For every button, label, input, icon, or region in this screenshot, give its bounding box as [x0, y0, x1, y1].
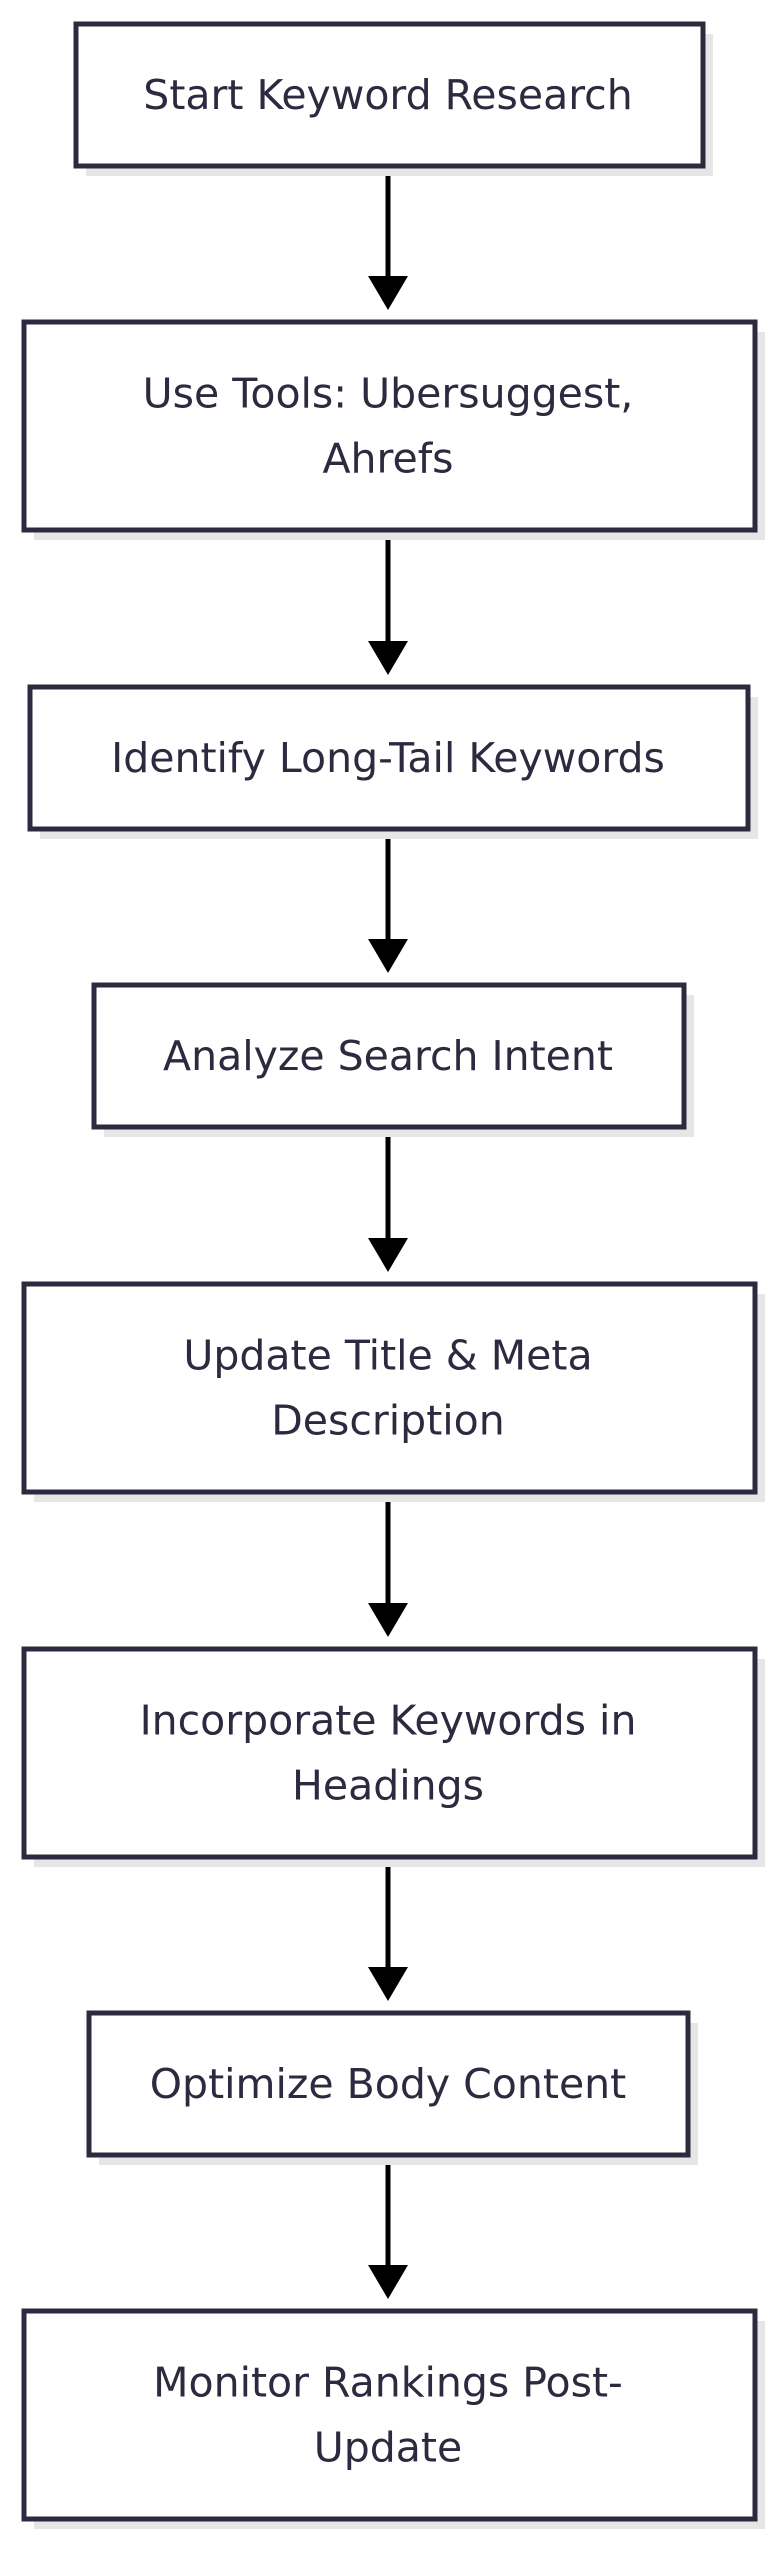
node-label-line: Analyze Search Intent — [163, 1032, 613, 1080]
node-label-line: Use Tools: Ubersuggest, — [143, 370, 634, 418]
node-label-line: Update Title & Meta — [183, 1332, 592, 1380]
arrow-head-icon — [368, 1967, 408, 2001]
flow-node-headings: Incorporate Keywords in Headings — [21, 1646, 765, 1867]
flow-edge-tools-to-longtail — [368, 530, 408, 675]
flow-edge-body-to-monitor — [368, 2155, 408, 2299]
node-box — [21, 1646, 758, 1860]
arrow-head-icon — [368, 1238, 408, 1272]
arrow-head-icon — [368, 641, 408, 675]
node-label-line: Update — [314, 2424, 463, 2472]
arrow-head-icon — [368, 939, 408, 973]
node-label-line: Identify Long-Tail Keywords — [111, 734, 665, 782]
node-box — [86, 2010, 691, 2158]
edges-layer — [368, 166, 408, 2299]
flow-node-intent: Analyze Search Intent — [91, 982, 694, 1137]
flow-node-start: Start Keyword Research — [73, 21, 713, 176]
node-label-line: Optimize Body Content — [150, 2060, 626, 2108]
arrow-head-icon — [368, 276, 408, 310]
node-label-line: Ahrefs — [322, 435, 453, 483]
node-box — [21, 2308, 758, 2522]
flow-edge-headings-to-body — [368, 1857, 408, 2001]
node-label-line: Monitor Rankings Post- — [153, 2359, 623, 2407]
node-label-line: Incorporate Keywords in — [140, 1697, 637, 1745]
flow-edge-meta-to-headings — [368, 1492, 408, 1637]
node-box — [21, 1281, 758, 1495]
flow-node-longtail: Identify Long-Tail Keywords — [27, 684, 758, 839]
flow-node-monitor: Monitor Rankings Post- Update — [21, 2308, 765, 2529]
node-label-line: Start Keyword Research — [143, 71, 632, 119]
node-label-line: Headings — [292, 1762, 484, 1810]
flow-edge-intent-to-meta — [368, 1127, 408, 1272]
arrow-head-icon — [368, 1603, 408, 1637]
node-box — [91, 982, 687, 1130]
node-box — [21, 319, 758, 533]
node-box — [27, 684, 751, 832]
arrow-head-icon — [368, 2265, 408, 2299]
flow-edge-start-to-tools — [368, 166, 408, 310]
node-box — [73, 21, 706, 169]
flow-node-body: Optimize Body Content — [86, 2010, 698, 2165]
flow-edge-longtail-to-intent — [368, 829, 408, 973]
flow-node-tools: Use Tools: Ubersuggest, Ahrefs — [21, 319, 765, 540]
node-label-line: Description — [271, 1397, 505, 1445]
